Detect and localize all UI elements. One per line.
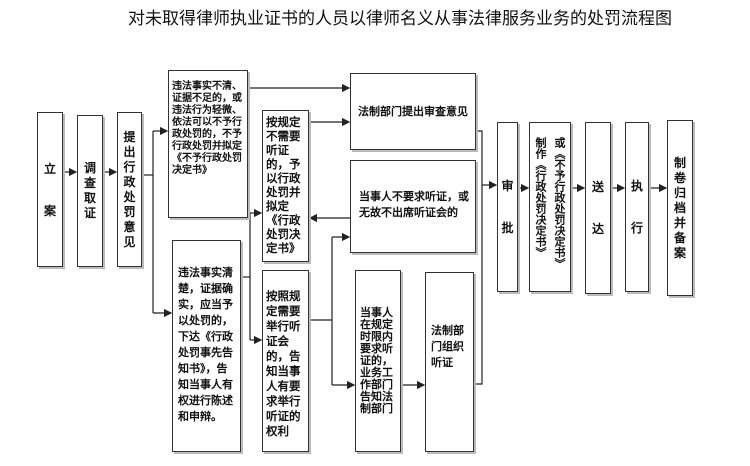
- node-shenpi: 审批: [497, 122, 518, 292]
- node-buqing: 违法事实不清、证据不足的，或违法行为轻微、依法可以不予行政处罚的，不予行政处罚并…: [168, 70, 248, 218]
- node-shencha: 法制部门提出审查意见: [350, 73, 476, 150]
- node-label: 送达: [592, 180, 605, 236]
- node-label: 或《不予行政处罚决定书》: [553, 137, 566, 269]
- node-diaocha: 调查取证: [77, 115, 103, 267]
- line-zuzhi-up: [474, 130, 483, 385]
- node-lian: 立案: [37, 112, 63, 267]
- node-label: 执行: [631, 179, 644, 235]
- node-label: 立案: [44, 161, 57, 218]
- node-label: 法制部门提出审查意见: [358, 105, 468, 118]
- node-buxu-tingzheng: 按规定不需要听证的，予以行政处罚并拟定《行政处罚决定书》: [262, 110, 309, 262]
- page-title: 对未取得律师执业证书的人员以律师名义从事法律服务业务的处罚流程图: [128, 9, 672, 29]
- node-zuzhi: 法制部门组织听证: [425, 272, 474, 452]
- node-label: 调查取证: [84, 161, 97, 220]
- node-xu-tingzheng: 按照规定需要举行听证会的，告知当事人有要求举行听证的权利: [262, 270, 309, 452]
- node-zhizuo: 制作《行政处罚决定书》 或《不予行政处罚决定书》: [529, 122, 571, 292]
- node-bu-yaoqiu: 当事人不要求听证，或无故不出席听证会的: [350, 160, 476, 253]
- node-tichu: 提出行政处罚意见: [117, 112, 142, 267]
- node-yaoqiu: 当事人在规定时限内要求听证的，业务工作部门告知法制部门: [355, 270, 401, 452]
- node-qingchu: 违法事实清楚，证据确实，应当予以处罚的，下达《行政处罚事先告知书》，告知当事人有…: [172, 240, 241, 452]
- node-label: 审批: [501, 179, 514, 235]
- node-label: 提出行政处罚意见: [123, 129, 136, 249]
- node-label: 制作《行政处罚决定书》: [534, 137, 547, 258]
- node-songda: 送达: [585, 122, 611, 294]
- node-label: 制卷归档并备案: [674, 155, 687, 260]
- node-zhixing: 执行: [625, 122, 649, 292]
- node-guidang: 制卷归档并备案: [667, 120, 693, 296]
